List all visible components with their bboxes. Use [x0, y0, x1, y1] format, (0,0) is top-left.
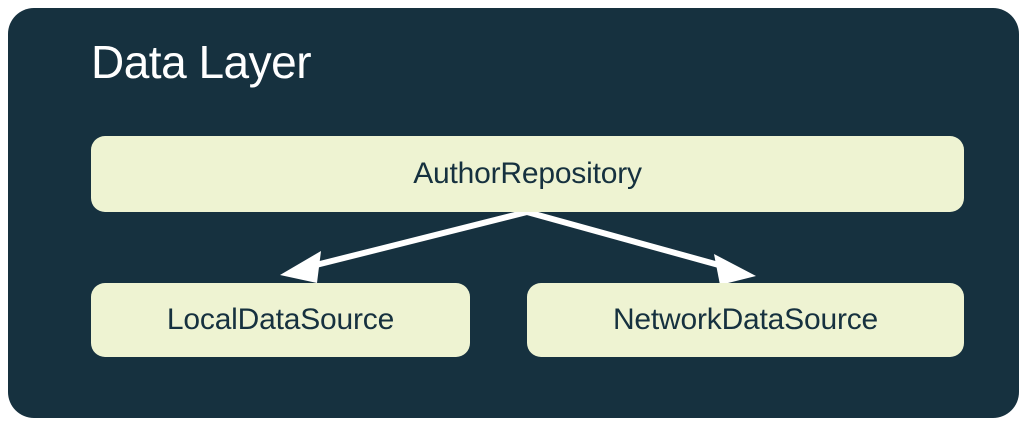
node-label-author-repository: AuthorRepository: [413, 157, 642, 190]
node-label-local-data-source: LocalDataSource: [166, 303, 395, 336]
node-label-network-data-source: NetworkDataSource: [612, 303, 879, 336]
page-title: Data Layer: [91, 36, 312, 88]
arrow-repository-to-local: [280, 209, 528, 283]
data-layer-container: Data Layer AuthorRepository LocalDataSou…: [8, 8, 1019, 418]
node-local-data-source[interactable]: LocalDataSource: [91, 283, 470, 357]
node-network-data-source[interactable]: NetworkDataSource: [527, 283, 964, 357]
node-author-repository[interactable]: AuthorRepository: [91, 136, 964, 212]
arrow-repository-to-network: [526, 209, 756, 285]
